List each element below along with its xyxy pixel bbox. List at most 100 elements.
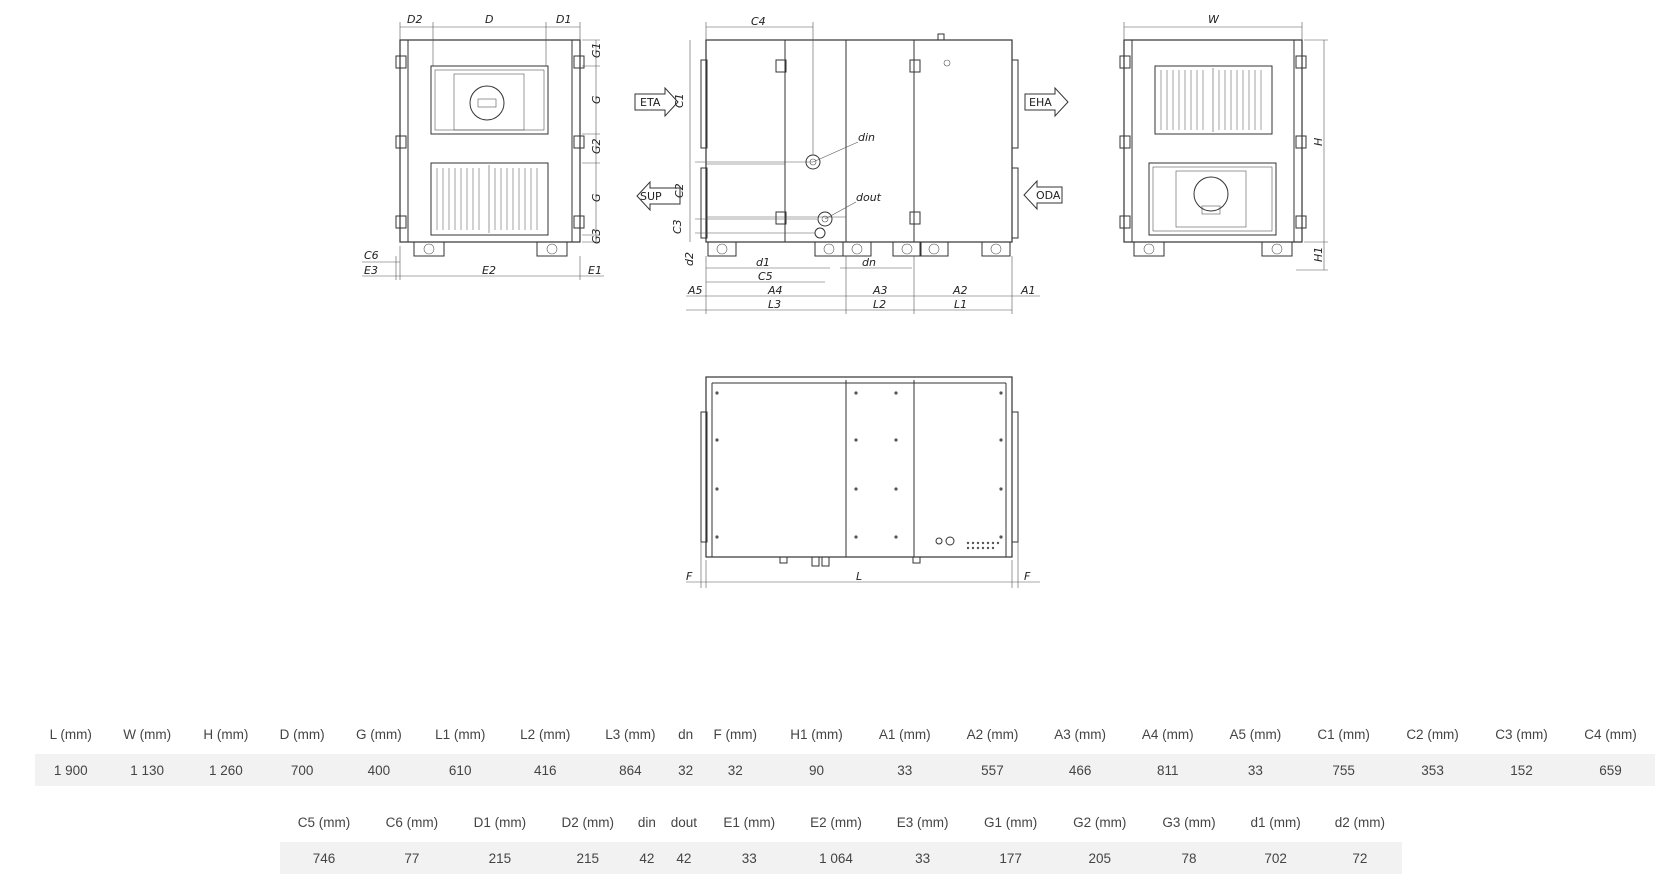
side-dim-d2: d2 xyxy=(683,252,696,266)
side-label-dout: dout xyxy=(856,191,882,204)
header-cell: H (mm) xyxy=(203,726,249,742)
header-cell: d2 (mm) xyxy=(1334,814,1385,830)
front-view: D2 D D1 G1 G G2 G G3 C6 E3 E2 E1 xyxy=(362,13,604,280)
value-cell: 864 xyxy=(587,754,673,786)
value-cell: 33 xyxy=(1211,754,1300,786)
table-value-row: 1 900 1 130 1 260 700 400 610 416 864 32… xyxy=(35,754,1655,786)
value-cell: 42 xyxy=(631,842,662,874)
top-dim-f-left: F xyxy=(686,570,693,583)
side-dim-c1: C1 xyxy=(673,93,686,108)
side-view: ETA SUP EHA ODA C4 C1 C2 C3 d2 din dout … xyxy=(634,15,1069,314)
dimensions-table-2: C5 (mm) C6 (mm) D1 (mm) D2 (mm) din dout… xyxy=(280,802,1402,874)
side-dim-l2: L2 xyxy=(873,298,886,311)
top-dim-l: L xyxy=(856,570,862,583)
front-dim-d: D xyxy=(485,13,493,26)
front-dim-c6: C6 xyxy=(364,249,379,262)
value-cell: 72 xyxy=(1317,842,1402,874)
header-cell: dn xyxy=(678,726,694,742)
value-cell: 1 130 xyxy=(106,754,188,786)
value-cell: 42 xyxy=(661,842,706,874)
header-cell: D2 (mm) xyxy=(561,814,615,830)
side-dim-d1: d1 xyxy=(756,256,770,269)
value-cell: 466 xyxy=(1036,754,1124,786)
side-dim-a2: A2 xyxy=(952,284,968,297)
technical-drawing: D2 D D1 G1 G G2 G G3 C6 E3 E2 E1 xyxy=(362,13,1328,588)
value-cell: 400 xyxy=(340,754,418,786)
port-eha: EHA xyxy=(1029,96,1052,109)
header-cell: W (mm) xyxy=(123,726,172,742)
value-cell: 416 xyxy=(502,754,588,786)
header-cell: A4 (mm) xyxy=(1141,726,1194,742)
value-cell: 557 xyxy=(948,754,1037,786)
value-cell: 215 xyxy=(543,842,632,874)
header-cell: F (mm) xyxy=(713,726,757,742)
header-cell: G (mm) xyxy=(356,726,402,742)
value-cell: 746 xyxy=(280,842,368,874)
side-dim-c3: C3 xyxy=(671,219,684,234)
header-cell: L3 (mm) xyxy=(605,726,656,742)
header-cell: din xyxy=(637,814,656,830)
front-dim-g2: G2 xyxy=(590,138,603,154)
side-dim-c2: C2 xyxy=(673,183,686,198)
header-cell: D1 (mm) xyxy=(473,814,527,830)
value-cell: 610 xyxy=(417,754,503,786)
header-cell: L (mm) xyxy=(49,726,92,742)
value-cell: 215 xyxy=(455,842,544,874)
side-dim-c5: C5 xyxy=(758,270,773,283)
table-header-row: C5 (mm) C6 (mm) D1 (mm) D2 (mm) din dout… xyxy=(280,802,1402,842)
value-cell: 1 900 xyxy=(35,754,107,786)
side-dim-l1: L1 xyxy=(954,298,967,311)
front-dim-e3: E3 xyxy=(364,264,378,277)
side-label-dn: dn xyxy=(862,256,876,269)
value-cell: 32 xyxy=(698,754,773,786)
header-cell: E1 (mm) xyxy=(723,814,776,830)
value-cell: 32 xyxy=(672,754,699,786)
value-cell: 90 xyxy=(772,754,861,786)
header-cell: A1 (mm) xyxy=(878,726,931,742)
side-dim-a4: A4 xyxy=(767,284,783,297)
header-cell: E2 (mm) xyxy=(810,814,862,830)
header-cell: d1 (mm) xyxy=(1250,814,1301,830)
header-cell: A5 (mm) xyxy=(1229,726,1282,742)
header-cell: G2 (mm) xyxy=(1073,814,1127,830)
header-cell: G1 (mm) xyxy=(983,814,1038,830)
value-cell: 702 xyxy=(1233,842,1318,874)
header-cell: H1 (mm) xyxy=(790,726,843,742)
side-dim-a3: A3 xyxy=(872,284,888,297)
header-cell: D (mm) xyxy=(279,726,325,742)
rear-dim-h1: H1 xyxy=(1312,247,1325,262)
port-eta: ETA xyxy=(640,96,661,109)
front-dim-g3: G3 xyxy=(590,228,603,244)
header-cell: L1 (mm) xyxy=(435,726,486,742)
header-cell: E3 (mm) xyxy=(896,814,949,830)
value-cell: 1 260 xyxy=(187,754,264,786)
value-cell: 77 xyxy=(367,842,456,874)
side-dim-a5: A5 xyxy=(687,284,703,297)
header-cell: C1 (mm) xyxy=(1317,726,1370,742)
value-cell: 755 xyxy=(1299,754,1389,786)
top-dim-f-right: F xyxy=(1024,570,1031,583)
value-cell: 700 xyxy=(264,754,341,786)
header-cell: dout xyxy=(670,814,698,830)
top-view: F L F xyxy=(686,376,1040,588)
port-oda: ODA xyxy=(1036,189,1061,202)
value-cell: 152 xyxy=(1477,754,1566,786)
value-cell: 33 xyxy=(860,754,949,786)
port-sup: SUP xyxy=(640,190,662,203)
header-cell: C6 (mm) xyxy=(385,814,439,830)
front-dim-g-upper: G xyxy=(590,95,603,104)
value-cell: 353 xyxy=(1388,754,1478,786)
header-cell: A2 (mm) xyxy=(966,726,1019,742)
front-dim-d1: D1 xyxy=(556,13,571,26)
side-dim-l3: L3 xyxy=(768,298,781,311)
header-cell: C4 (mm) xyxy=(1584,726,1637,742)
header-cell: C5 (mm) xyxy=(297,814,351,830)
table-header-row: L (mm) W (mm) H (mm) D (mm) G (mm) L1 (m… xyxy=(35,714,1655,754)
value-cell: 177 xyxy=(966,842,1056,874)
value-cell: 78 xyxy=(1144,842,1234,874)
side-dim-c4: C4 xyxy=(751,15,766,28)
rear-dim-w: W xyxy=(1208,13,1220,26)
value-cell: 811 xyxy=(1123,754,1212,786)
front-dim-e2: E2 xyxy=(482,264,496,277)
header-cell: A3 (mm) xyxy=(1054,726,1106,742)
